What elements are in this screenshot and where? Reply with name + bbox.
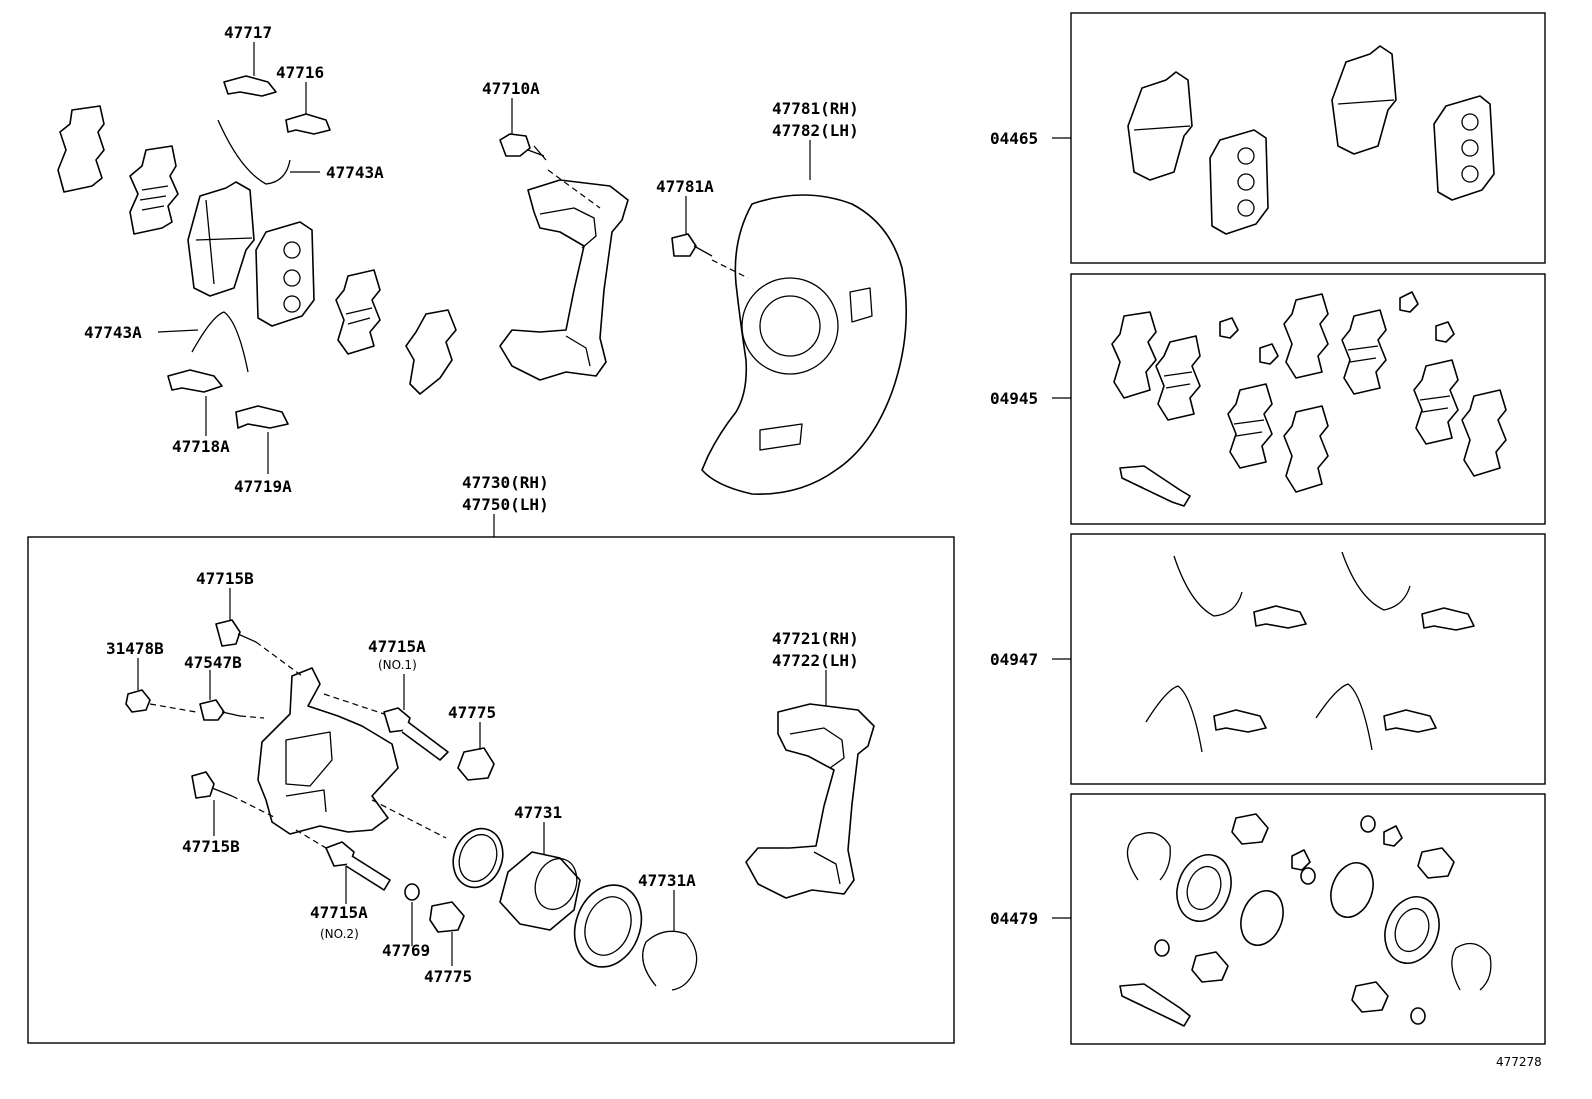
label-kit-04947: 04947 bbox=[990, 650, 1038, 669]
label-47715a-bottom: 47715A bbox=[310, 903, 368, 922]
label-kit-04465: 04465 bbox=[990, 129, 1038, 148]
piston-47731 bbox=[499, 851, 581, 931]
label-47731a: 47731A bbox=[638, 871, 696, 890]
label-47718a: 47718A bbox=[172, 437, 230, 456]
label-47743a-mid: 47743A bbox=[84, 323, 142, 342]
label-47750-lh: 47750(LH) bbox=[462, 495, 549, 514]
label-47781a: 47781A bbox=[656, 177, 714, 196]
caliper-mounting-bracket-upper bbox=[499, 133, 629, 381]
boot-47775-bottom bbox=[429, 901, 465, 933]
label-no2: (NO.2) bbox=[320, 927, 359, 941]
label-47722-lh: 47722(LH) bbox=[772, 651, 859, 670]
label-47731: 47731 bbox=[514, 803, 562, 822]
bolt-47781a bbox=[671, 233, 713, 257]
label-47781-rh: 47781(RH) bbox=[772, 99, 859, 118]
pad-support-plate-bottom bbox=[167, 369, 289, 429]
kit-04947-frame bbox=[1070, 533, 1546, 785]
caliper-body bbox=[257, 667, 399, 835]
label-no1: (NO.1) bbox=[378, 658, 417, 672]
kit-04945-frame bbox=[1070, 273, 1546, 525]
label-47715b-bottom: 47715B bbox=[182, 837, 240, 856]
pad-support-plate-top bbox=[223, 75, 331, 135]
cylinder-boot bbox=[573, 884, 643, 968]
label-47716: 47716 bbox=[276, 63, 324, 82]
label-47719a: 47719A bbox=[234, 477, 292, 496]
part-labels: 47717 47716 47743A 47743A 47718A 47719A … bbox=[84, 23, 1542, 1069]
label-47775-top: 47775 bbox=[448, 703, 496, 722]
bleeder-plug-31478b bbox=[125, 689, 151, 713]
kit-04479-parts bbox=[1119, 813, 1492, 1027]
brake-pad-outer bbox=[187, 181, 255, 297]
leader-lines bbox=[137, 42, 1071, 966]
bolt-47715b-bottom bbox=[191, 771, 233, 799]
label-kit-04479: 04479 bbox=[990, 909, 1038, 928]
kit-04945-parts bbox=[1111, 291, 1507, 507]
kit-04465-parts bbox=[1127, 45, 1495, 235]
piston-seal bbox=[452, 827, 504, 889]
label-47782-lh: 47782(LH) bbox=[772, 121, 859, 140]
label-47743a-top: 47743A bbox=[326, 163, 384, 182]
label-47717: 47717 bbox=[224, 23, 272, 42]
label-47721-rh: 47721(RH) bbox=[772, 629, 859, 648]
label-47775-bottom: 47775 bbox=[424, 967, 472, 986]
kit-04479-frame bbox=[1070, 793, 1546, 1045]
caliper-assembly-frame bbox=[27, 536, 955, 1044]
label-47730-rh: 47730(RH) bbox=[462, 473, 549, 492]
anti-squeal-shim-inner bbox=[129, 145, 179, 235]
label-47547b: 47547B bbox=[184, 653, 242, 672]
kit-04947-parts bbox=[1145, 551, 1475, 753]
diagram-id: 477278 bbox=[1496, 1055, 1542, 1069]
bushing-47769 bbox=[404, 883, 420, 901]
brake-pad-inner bbox=[255, 221, 315, 327]
label-kit-04945: 04945 bbox=[990, 389, 1038, 408]
bolt-47715b-top bbox=[215, 619, 257, 647]
boot-47775-top bbox=[457, 747, 495, 781]
label-47710a: 47710A bbox=[482, 79, 540, 98]
slide-pin-no2 bbox=[325, 841, 391, 891]
bleeder-plug-47547b bbox=[199, 699, 241, 721]
anti-squeal-shim-4 bbox=[405, 309, 457, 395]
disc-brake-dust-cover bbox=[701, 194, 908, 495]
caliper-mounting-bracket-lower bbox=[745, 703, 875, 899]
pad-wear-indicator-top bbox=[217, 119, 291, 185]
pad-wear-indicator-mid bbox=[191, 311, 249, 373]
anti-squeal-shim-3 bbox=[335, 269, 381, 355]
label-47715a-top: 47715A bbox=[368, 637, 426, 656]
set-ring-47731a bbox=[642, 930, 698, 991]
label-31478b: 31478B bbox=[106, 639, 164, 658]
label-47769: 47769 bbox=[382, 941, 430, 960]
slide-pin-no1 bbox=[383, 707, 449, 761]
anti-squeal-shim-outer bbox=[57, 105, 105, 193]
label-47715b-top: 47715B bbox=[196, 569, 254, 588]
